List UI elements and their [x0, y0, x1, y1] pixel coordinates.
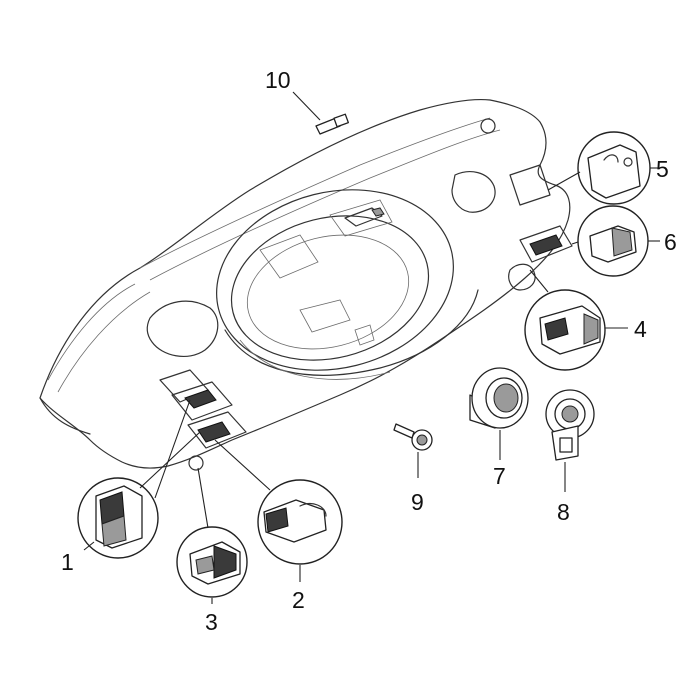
part-switch-button — [571, 205, 660, 277]
part-ignition-lock — [545, 389, 595, 492]
callout-3: 3 — [205, 609, 218, 635]
callout-10: 10 — [265, 67, 291, 93]
part-bulb — [292, 91, 349, 135]
part-push-switch — [214, 439, 343, 582]
callout-9: 9 — [411, 489, 424, 515]
callout-labels: 10 5 6 4 7 8 9 1 2 3 — [61, 67, 677, 635]
part-bolt — [393, 423, 433, 478]
part-switch-cap-with-symbol — [547, 131, 660, 205]
callout-2: 2 — [292, 587, 305, 613]
callout-8: 8 — [557, 499, 570, 525]
part-ring-bezel — [469, 367, 529, 460]
callout-7: 7 — [493, 463, 506, 489]
part-small-switch — [176, 467, 248, 604]
part-rocker-switch — [77, 399, 201, 559]
handlebar-cover-body — [39, 98, 573, 471]
callout-5: 5 — [656, 156, 669, 182]
callout-6: 6 — [664, 229, 677, 255]
callout-1: 1 — [61, 549, 74, 575]
part-double-switch — [524, 269, 628, 371]
callout-4: 4 — [634, 316, 647, 342]
